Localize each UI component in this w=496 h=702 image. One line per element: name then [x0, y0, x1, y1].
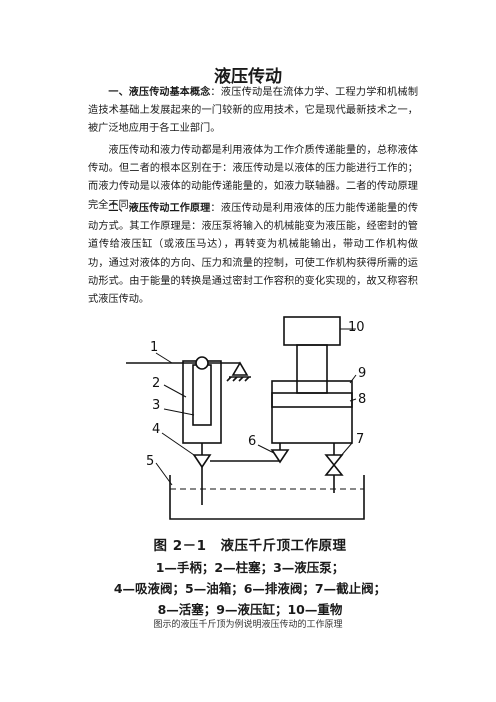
oil-tank — [169, 475, 365, 520]
diagram-label: 6 — [248, 434, 256, 449]
caption-line: 1—手柄；2—柱塞；3—液压泵； — [155, 560, 345, 575]
paragraph-text: ：液压传动是在流体力学、工程力学和机械制造技术基础上发展起来的一门较新的应用技术… — [88, 87, 419, 135]
figure-note: 图示的液压千斤顶为例说明液压传动的工作原理 — [153, 620, 343, 630]
caption-line: 8—活塞；9—液压缸；10—重物 — [157, 602, 343, 617]
pivot-support — [231, 361, 249, 376]
section-heading: 一、液压传动基本概念 — [108, 87, 211, 98]
diagram-label: 4 — [152, 422, 160, 437]
figure-caption: 图 2－1 液压千斤顶工作原理 1—手柄；2—柱塞；3—液压泵； 4—吸液阀；5… — [80, 536, 420, 620]
cutoff-valve — [324, 454, 344, 467]
diagram-label: 5 — [146, 454, 154, 469]
section-heading: 二、液压传动工作原理 — [108, 203, 211, 214]
caption-title: 图 2－1 液压千斤顶工作原理 — [153, 538, 347, 554]
suction-valve — [192, 454, 212, 469]
hydraulic-jack-diagram: 1 2 3 4 5 6 7 8 9 10 — [126, 316, 366, 520]
diagram-label: 8 — [358, 392, 366, 407]
paragraph-text: 液压传动和液力传动都是利用液体为工作介质传递能量的，总称液体传动。但二者的根本区… — [88, 145, 418, 211]
diagram-label: 1 — [150, 340, 158, 355]
section-basic-concept: 一、液压传动基本概念：液压传动是在流体力学、工程力学和机械制造技术基础上发展起来… — [88, 84, 418, 139]
piston-rod — [296, 344, 328, 394]
weight — [283, 316, 341, 346]
caption-line: 4—吸液阀；5—油箱；6—排液阀；7—截止阀； — [113, 581, 387, 596]
diagram-label: 2 — [152, 376, 160, 391]
section-working-principle: 二、液压传动工作原理：液压传动是利用液体的压力能传递能量的传动方式。其工作原理是… — [88, 200, 418, 309]
plunger — [192, 364, 212, 426]
paragraph-text: ：液压传动是利用液体的压力能传递能量的传动方式。其工作原理是：液压泵将输入的机械… — [88, 203, 419, 306]
diagram-label: 9 — [358, 366, 366, 381]
diagram-label: 3 — [152, 398, 160, 413]
pump-cylinder — [182, 360, 222, 444]
paragraph: 一、液压传动基本概念：液压传动是在流体力学、工程力学和机械制造技术基础上发展起来… — [88, 84, 418, 139]
diagram-label: 7 — [356, 432, 364, 447]
diagram-label: 10 — [348, 320, 365, 335]
paragraph: 二、液压传动工作原理：液压传动是利用液体的压力能传递能量的传动方式。其工作原理是… — [88, 200, 418, 309]
document-title: 液压传动 — [214, 67, 282, 87]
hydraulic-cylinder — [271, 380, 353, 444]
piston — [271, 392, 353, 408]
section-comparison: 液压传动和液力传动都是利用液体为工作介质传递能量的，总称液体传动。但二者的根本区… — [88, 142, 418, 215]
